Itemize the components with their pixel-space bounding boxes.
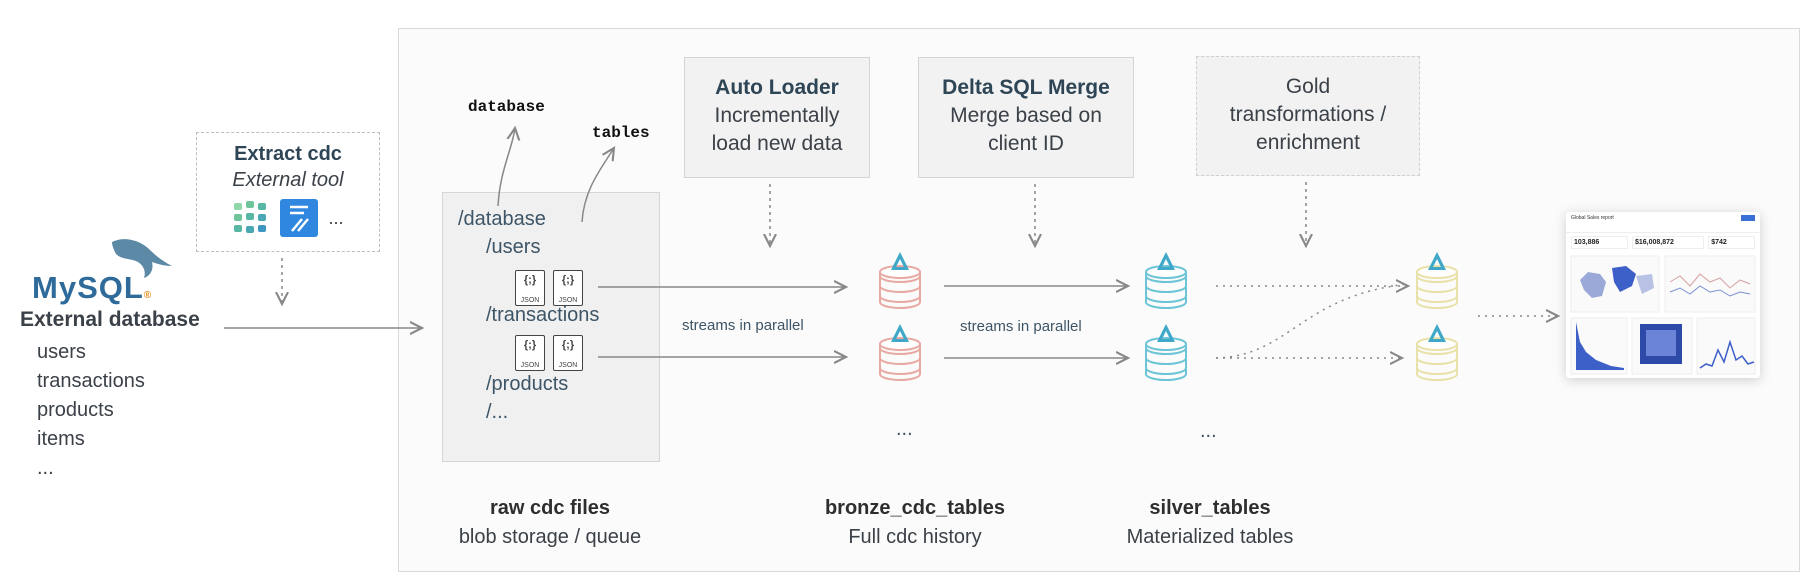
path-transactions: /transactions — [486, 304, 600, 326]
auto-loader-title: Auto Loader — [715, 76, 839, 99]
source-table-products: products — [37, 399, 114, 421]
silver-caption: silver_tables Materialized tables — [1100, 494, 1320, 552]
dashboard-kpis: 103,886 $16,008,872 $742 — [1566, 233, 1760, 252]
fivetran-icon — [234, 201, 267, 233]
delta-icon — [1157, 324, 1175, 342]
delta-icon — [891, 324, 909, 342]
transactions-json-files: {;} JSON {;} JSON — [515, 335, 583, 371]
streams-label-silver: streams in parallel — [960, 318, 1082, 335]
silver-table-icon — [1145, 324, 1187, 381]
delta-merge-line1: Merge based on — [950, 104, 1102, 127]
more-tools: ... — [328, 207, 344, 228]
delta-icon — [1428, 252, 1446, 270]
database-curve-arrow — [497, 128, 515, 207]
auto-loader-line2: load new data — [711, 132, 843, 155]
path-database: /database — [458, 208, 546, 230]
delta-merge-title: Delta SQL Merge — [942, 76, 1110, 99]
extract-tool-icons: ... — [197, 199, 379, 237]
auto-loader-line1: Incrementally — [714, 104, 840, 127]
source-table-users: users — [37, 341, 86, 363]
tables-label: tables — [592, 124, 650, 142]
json-file-icon: {;} JSON — [515, 335, 545, 371]
json-file-icon: {;} JSON — [515, 270, 545, 306]
json-file-icon: {;} JSON — [553, 270, 583, 306]
bronze-caption: bronze_cdc_tables Full cdc history — [800, 494, 1030, 552]
path-products: /products — [486, 373, 569, 395]
mysql-logo-text: MySQL® — [32, 270, 153, 305]
source-table-list: users transactions products items ... — [37, 338, 145, 483]
silver-caption-sub: Materialized tables — [1126, 526, 1294, 548]
silver-table-icon — [1145, 252, 1187, 309]
bronze-table-icon — [879, 324, 921, 381]
bronze-more: ... — [896, 418, 913, 440]
path-users: /users — [486, 236, 541, 258]
gold-transform-box: Gold transformations / enrichment — [1196, 56, 1420, 176]
extract-cdc-subtitle: External tool — [232, 169, 344, 191]
delta-icon — [1428, 324, 1446, 342]
streams-label-bronze: streams in parallel — [682, 317, 804, 334]
silver-more: ... — [1200, 420, 1217, 442]
raw-caption: raw cdc files blob storage / queue — [442, 494, 658, 552]
json-file-icon: {;} JSON — [553, 335, 583, 371]
mysql-logo: MySQL® — [32, 232, 172, 309]
gold-line1: Gold — [1285, 75, 1331, 98]
extract-cdc-box: Extract cdc External tool ... — [196, 132, 380, 252]
source-table-more: ... — [37, 457, 54, 479]
source-table-transactions: transactions — [37, 370, 145, 392]
gold-line2: transformations / — [1229, 103, 1387, 126]
bronze-table-icon — [879, 252, 921, 309]
delta-icon — [1157, 252, 1175, 270]
gold-table-icon — [1416, 324, 1458, 381]
dashboard-thumbnail: Global Sales report 103,886 $16,008,872 … — [1566, 212, 1760, 378]
delta-merge-box: Delta SQL Merge Merge based on client ID — [918, 57, 1134, 178]
debezium-icon — [280, 199, 319, 237]
source-table-items: items — [37, 428, 85, 450]
external-database-title: External database — [20, 308, 200, 331]
raw-caption-title: raw cdc files — [489, 497, 611, 519]
delta-icon — [891, 252, 909, 270]
raw-files-box — [442, 192, 660, 462]
silver-caption-title: silver_tables — [1149, 497, 1271, 519]
dashboard-header: Global Sales report — [1566, 212, 1760, 233]
bronze-caption-sub: Full cdc history — [848, 526, 982, 548]
tables-curve-arrow — [581, 148, 614, 223]
auto-loader-box: Auto Loader Incrementally load new data — [684, 57, 870, 178]
silver-to-gold-curve — [1215, 283, 1409, 359]
delta-merge-line2: client ID — [988, 132, 1064, 155]
bronze-caption-title: bronze_cdc_tables — [824, 497, 1006, 519]
raw-caption-sub: blob storage / queue — [458, 526, 642, 548]
database-label: database — [468, 98, 545, 116]
gold-table-icon — [1416, 252, 1458, 309]
dashboard-charts — [1570, 255, 1756, 375]
path-more: /... — [486, 401, 509, 423]
dolphin-icon — [112, 239, 172, 278]
users-json-files: {;} JSON {;} JSON — [515, 270, 583, 306]
gold-line3: enrichment — [1256, 131, 1360, 154]
extract-cdc-title: Extract cdc — [234, 143, 342, 165]
